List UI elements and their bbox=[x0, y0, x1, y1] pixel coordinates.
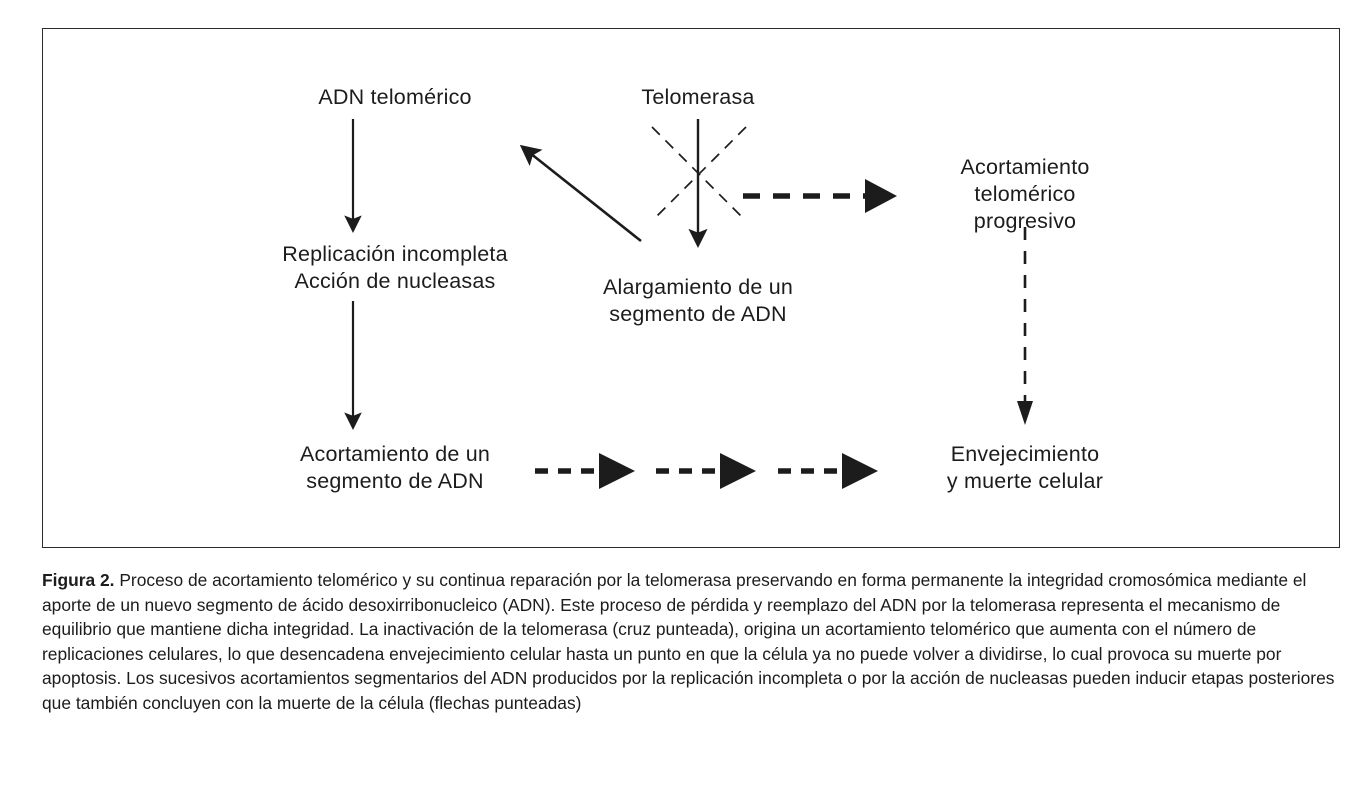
node-replicacion-incompleta: Replicación incompleta Acción de nucleas… bbox=[282, 242, 508, 293]
node-adn-telomerico: ADN telomérico bbox=[318, 85, 472, 109]
dashed-arrow-chain-3 bbox=[778, 453, 878, 489]
dotted-cross-icon bbox=[651, 126, 747, 222]
caption-label: Figura 2. bbox=[42, 570, 115, 590]
dashed-arrow-chain-2 bbox=[656, 453, 756, 489]
node-acortamiento-segmento-adn: Acortamiento de un segmento de ADN bbox=[299, 442, 491, 493]
arrow-alargamiento-to-replicacion bbox=[519, 144, 642, 243]
node-telomerasa: Telomerasa bbox=[641, 85, 755, 109]
node-alargamiento-segmento-adn: Alargamiento de un segmento de ADN bbox=[602, 275, 794, 326]
diagram-canvas bbox=[344, 119, 1033, 489]
dashed-arrow-progresivo-to-envejecimiento bbox=[1017, 227, 1033, 425]
dashed-arrow-to-acortamiento-progresivo bbox=[743, 179, 897, 213]
dashed-arrow-chain-1 bbox=[535, 453, 635, 489]
node-envejecimiento-muerte-celular: Envejecimiento y muerte celular bbox=[946, 442, 1104, 493]
caption-text: Proceso de acortamiento telomérico y su … bbox=[42, 570, 1335, 713]
figure-frame: ADN telomérico Replicación incompleta Ac… bbox=[42, 28, 1340, 548]
figure-caption: Figura 2. Proceso de acortamiento telomé… bbox=[42, 568, 1342, 716]
node-acortamiento-telomerico-progresivo: Acortamiento telomérico progresivo bbox=[960, 155, 1090, 233]
